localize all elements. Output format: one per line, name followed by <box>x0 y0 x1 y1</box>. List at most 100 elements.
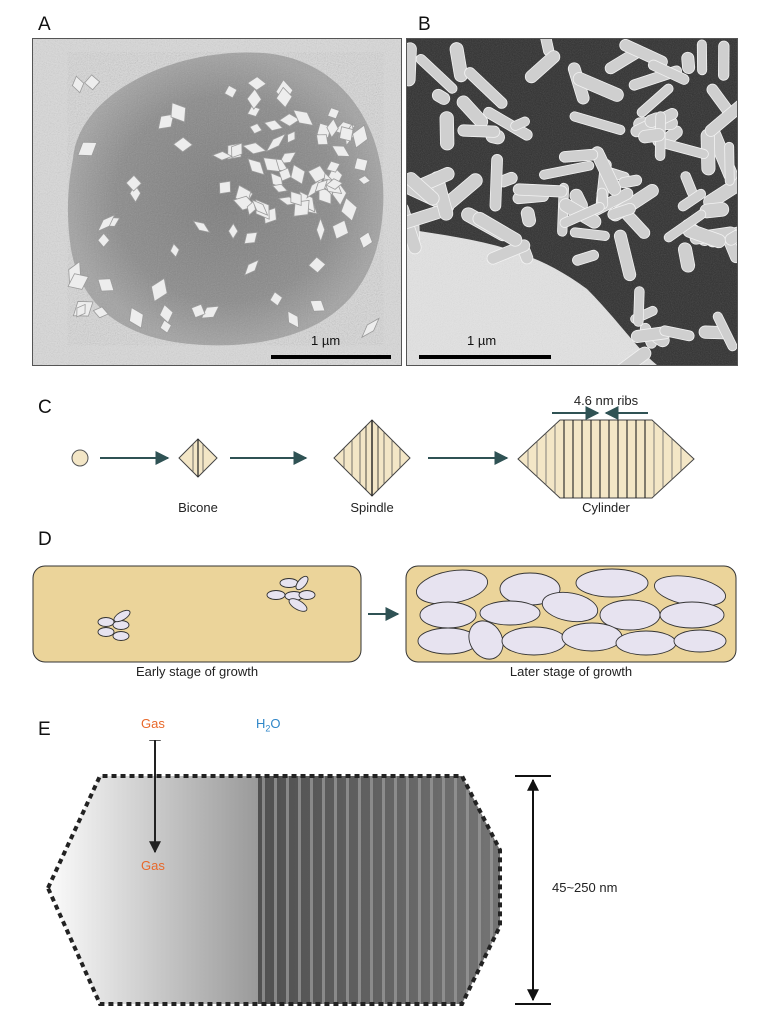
gas-vesicle-particle <box>647 59 690 85</box>
micrograph-b: 1 µm <box>406 38 738 366</box>
panel-e-diagram <box>45 740 551 1006</box>
wall-rib <box>358 776 361 1004</box>
gas-label-top: Gas <box>141 716 165 731</box>
gas-vesicle-particle <box>316 217 326 243</box>
gas-vesicle-particle <box>292 109 314 126</box>
gas-vesicle-particle <box>472 211 523 247</box>
gas-vesicle-particle <box>572 249 600 266</box>
bicone-shape <box>178 438 218 478</box>
gas-vesicle-particle <box>308 256 327 274</box>
gas-vesicle-particle <box>97 232 111 248</box>
gas-vesicle-particle <box>262 157 281 172</box>
gas-vesicle-particle <box>677 242 696 273</box>
spindle-shape <box>333 419 411 497</box>
gas-vesicle-particle <box>192 220 211 234</box>
gas-vesicle-particle <box>512 183 568 198</box>
gas-vesicle-particle <box>510 116 530 131</box>
gas-vesicle-particle <box>439 111 455 151</box>
gas-vesicle-particle <box>269 291 283 307</box>
wall-rib <box>490 776 493 1004</box>
wall-rib <box>430 776 433 1004</box>
panel-letter-e: E <box>38 719 51 740</box>
gas-vesicle-particle <box>539 160 595 180</box>
gas-vesicle-particle <box>150 277 168 303</box>
gas-vesicle-particle <box>569 111 626 135</box>
gas-vesicle-particle <box>231 142 243 159</box>
gas-vesicle-particle <box>353 157 369 172</box>
wall-rib <box>394 776 397 1004</box>
wall-rib <box>286 776 289 1004</box>
gas-vesicle-particle <box>228 222 239 240</box>
gas-vesicle-particle <box>325 160 341 173</box>
gas-vesicle-particle <box>265 133 287 153</box>
gas-vesicle-particle <box>243 259 260 277</box>
gas-vesicle-particle <box>290 190 302 206</box>
panel-letter-a: A <box>38 14 51 35</box>
gas-vesicle-particle <box>633 286 645 327</box>
gas-vesicle-particle <box>77 141 98 157</box>
gas-vesicle-particle <box>407 42 417 87</box>
gas-vesicle-particle <box>223 84 238 99</box>
gas-vesicle-particle <box>332 219 349 240</box>
gas-vesicle-particle <box>352 124 369 149</box>
gas-vesicle-particle <box>263 119 284 132</box>
gas-vesicle-particle <box>241 142 267 155</box>
vesicle-wall-outline <box>45 774 502 1006</box>
gas-vesicle-particle <box>431 88 451 105</box>
wall-rib <box>310 776 313 1004</box>
gas-vesicle-cross-section <box>48 776 500 1004</box>
panel-letter-b: B <box>418 14 431 35</box>
wall-rib <box>262 776 265 1004</box>
wall-rib <box>370 776 373 1004</box>
gas-vesicle-particle <box>520 206 536 228</box>
gas-vesicle-particle <box>636 83 674 118</box>
gas-vesicle-particle <box>607 202 636 221</box>
gas-vesicle-particle <box>92 306 109 319</box>
gas-vesicle-particle <box>361 317 380 339</box>
early-stage-label: Early stage of growth <box>135 664 259 679</box>
gas-vesicle-particle <box>169 243 180 258</box>
scale-bar-label-a: 1 µm <box>311 333 341 348</box>
gas-vesicle-particle <box>125 174 142 192</box>
gas-vesicle-particle <box>407 172 440 206</box>
wall-rib <box>346 776 349 1004</box>
gas-vesicle-particle <box>572 72 624 102</box>
gas-vesicle-particle <box>638 128 666 144</box>
early-vesicle-cluster <box>97 575 316 641</box>
gas-vesicle-particle <box>486 239 531 265</box>
wall-rib <box>442 776 445 1004</box>
gas-vesicle-particle <box>314 179 328 193</box>
gas-vesicle-particle <box>246 88 262 110</box>
later-vesicle-cluster <box>415 568 727 660</box>
gas-vesicle-particle <box>569 227 610 241</box>
gas-vesicle-particle <box>251 199 269 216</box>
wall-rib <box>406 776 409 1004</box>
gas-vesicle-particle <box>659 325 695 342</box>
gas-vesicle-particle <box>704 98 737 137</box>
gas-vesicle-particle <box>290 164 306 185</box>
wall-rib <box>418 776 421 1004</box>
gas-vesicle-particle <box>170 102 187 123</box>
wall-rib <box>454 776 457 1004</box>
scale-bar-label-b: 1 µm <box>467 333 497 348</box>
gas-vesicle-particle <box>84 74 101 91</box>
early-cell <box>32 565 362 663</box>
gas-vesicle-particle <box>97 278 115 292</box>
gas-vesicle-particle <box>524 50 561 84</box>
gas-vesicle-particle <box>200 305 220 319</box>
gas-vesicle-particle <box>449 42 469 83</box>
gas-vesicle-particle <box>67 273 90 290</box>
stage-label-spindle: Spindle <box>350 500 394 515</box>
gas-vesicle-particle <box>249 123 263 135</box>
dimension-label: 45~250 nm <box>552 880 618 895</box>
gas-vesicle-particle <box>559 202 605 228</box>
gas-vesicle-particle <box>558 148 599 163</box>
gas-vesicle-particle <box>724 141 735 186</box>
gas-vesicle-particle <box>489 154 503 212</box>
cylinder-shape <box>517 419 695 499</box>
gas-vesicle-particle <box>717 40 730 81</box>
gas-vesicle-particle <box>219 180 231 195</box>
gas-vesicle-particle <box>271 183 289 193</box>
ribs-label: 4.6 nm ribs <box>573 393 639 408</box>
gas-vesicle-particle <box>287 310 300 329</box>
